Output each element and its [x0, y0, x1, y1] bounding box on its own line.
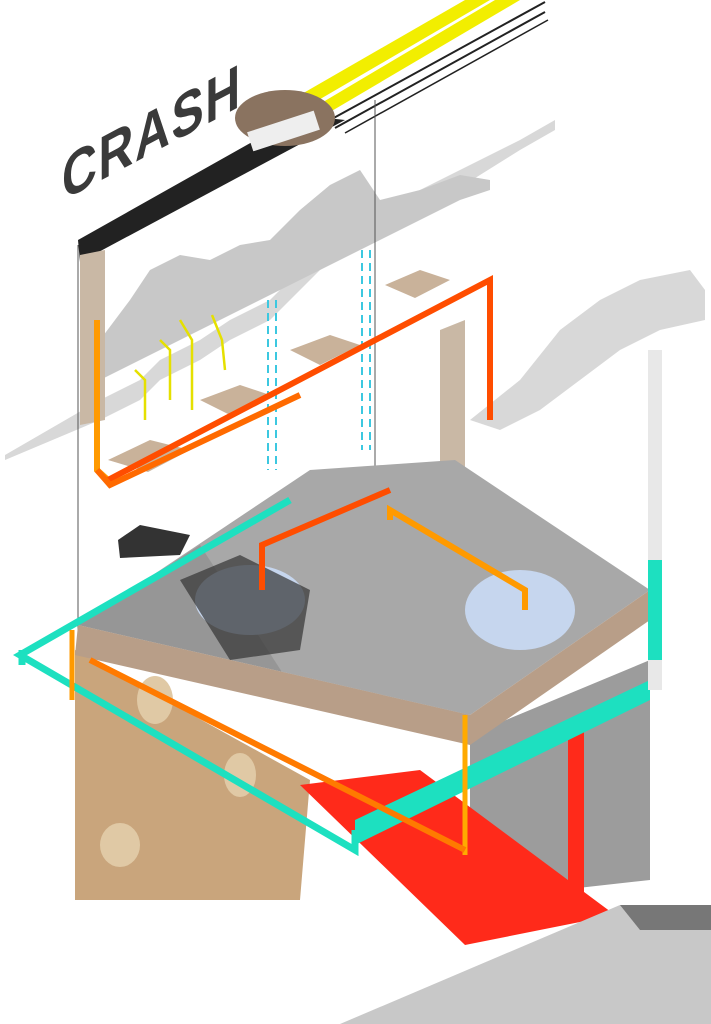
skyline-silhouettes — [5, 120, 705, 460]
dashed-guides — [267, 250, 371, 470]
ground-slab — [340, 905, 711, 1024]
circle-plan-right — [465, 570, 575, 650]
black-bar — [78, 115, 345, 262]
speed-lines — [300, 0, 549, 134]
